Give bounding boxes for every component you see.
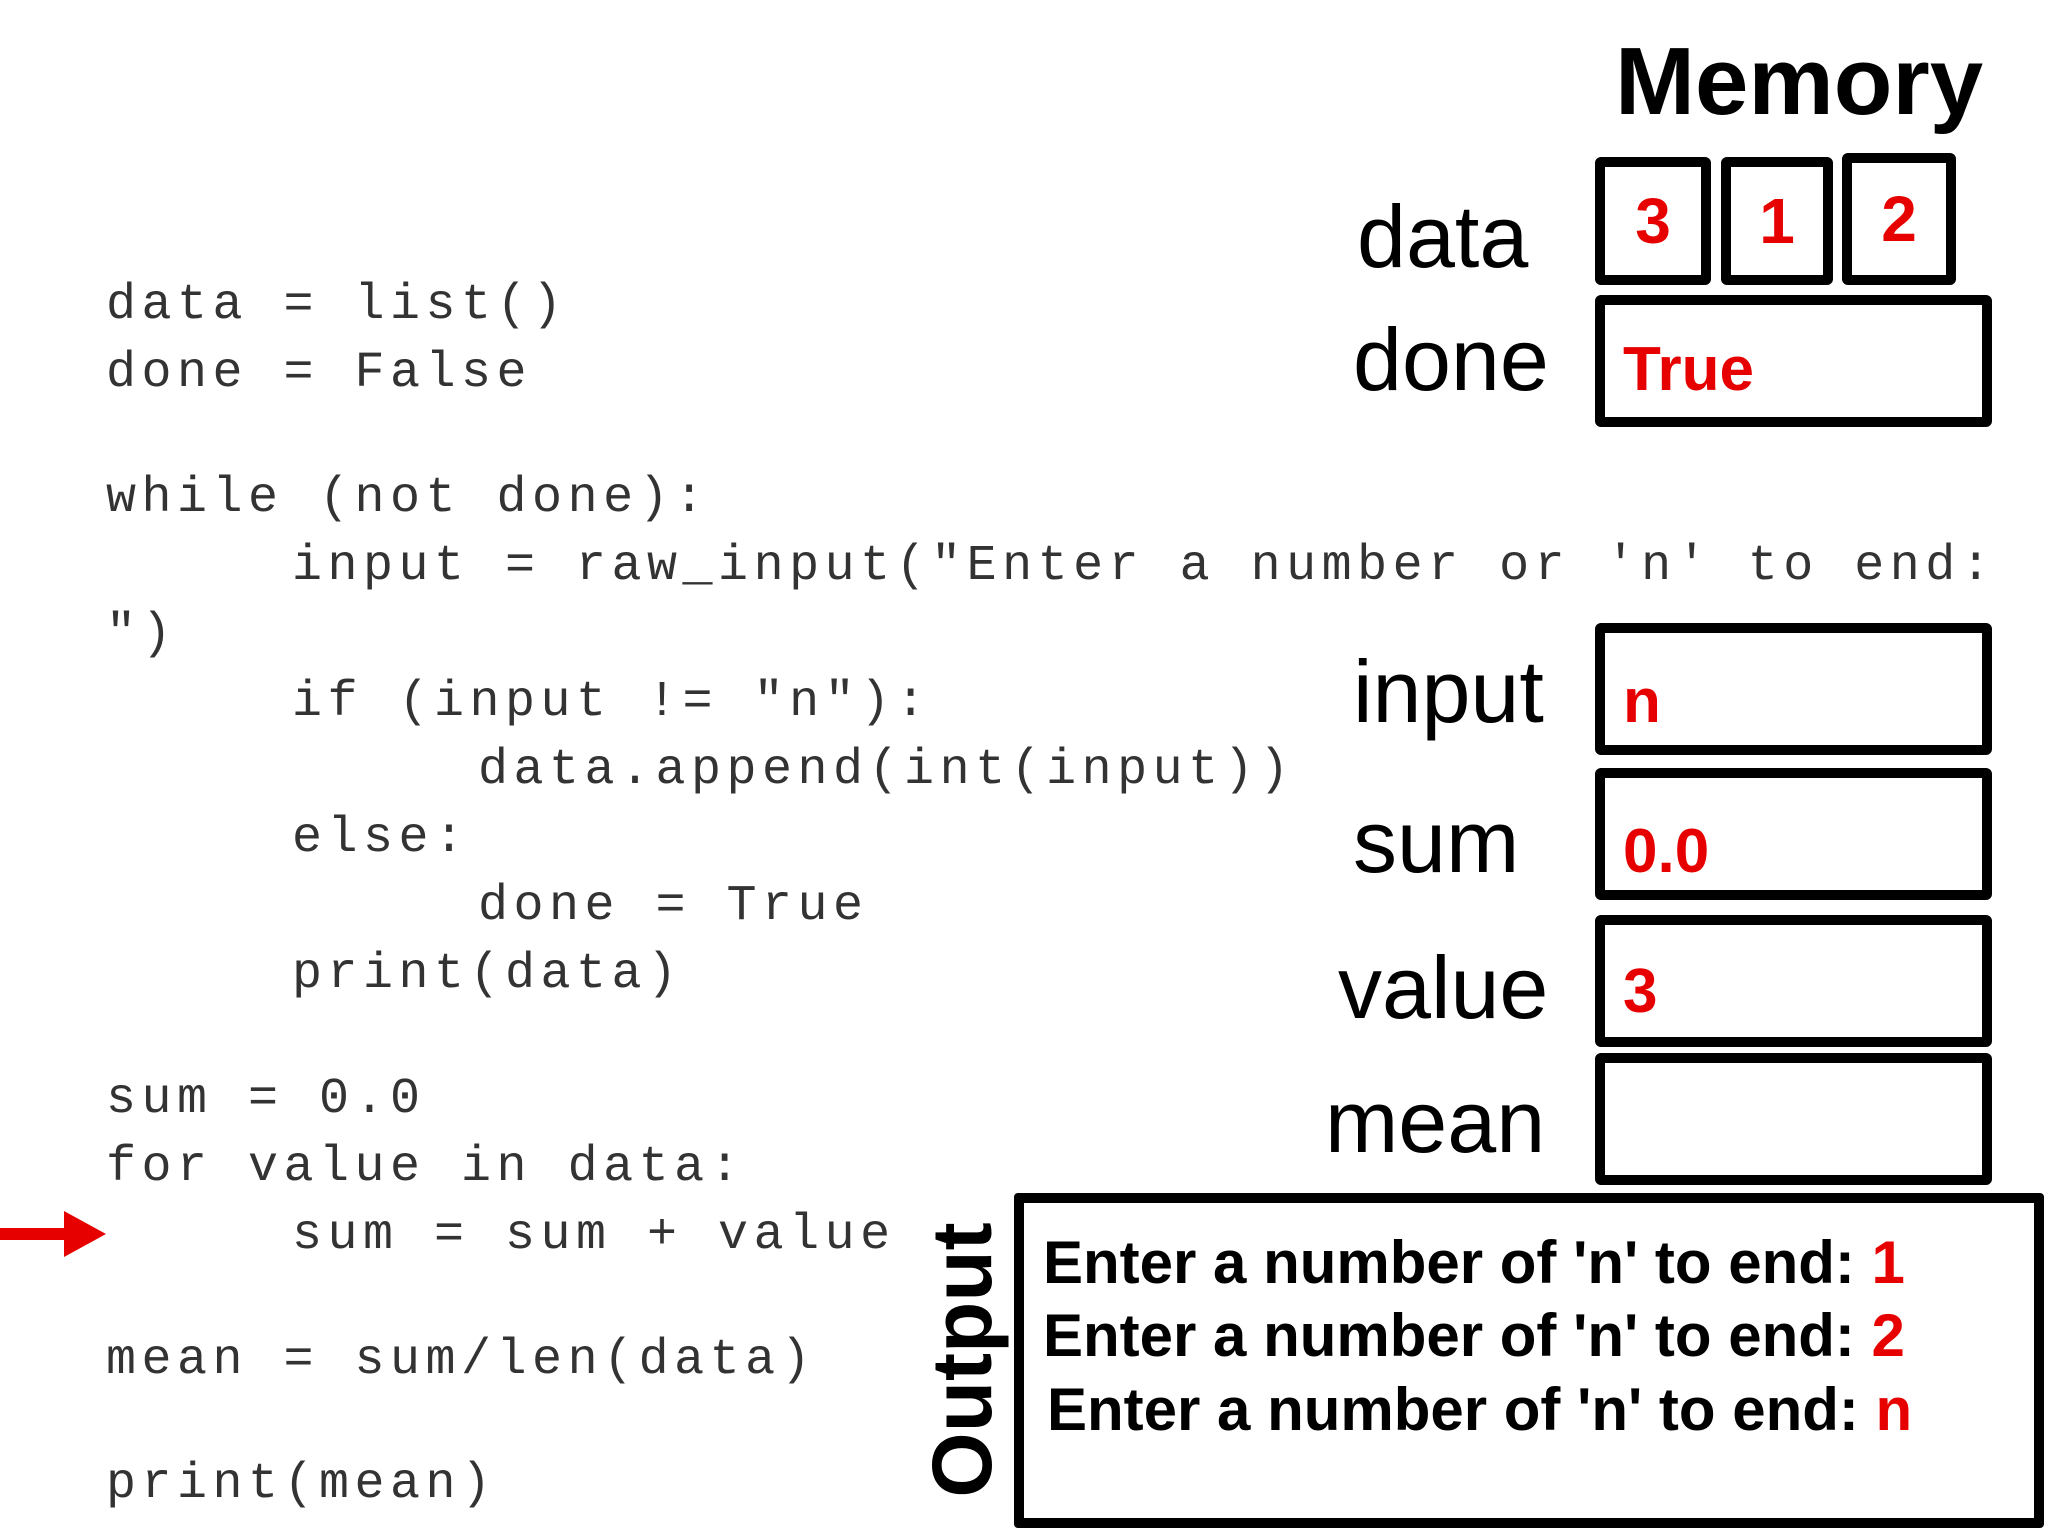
done-box: True bbox=[1595, 295, 1992, 427]
current-code-line: sum = sum + value bbox=[292, 1207, 896, 1264]
data-cell-0: 3 bbox=[1595, 157, 1711, 285]
input-box: n bbox=[1595, 623, 1992, 755]
data-cell-2: 2 bbox=[1842, 153, 1956, 285]
output-prompt: Enter a number of 'n' to end: bbox=[1043, 1302, 1872, 1369]
code-line: if (input != "n"): bbox=[292, 674, 932, 731]
code-line: input = raw_input("Enter a number or 'n'… bbox=[292, 538, 1997, 595]
data-cell-1: 1 bbox=[1721, 157, 1833, 285]
code-line: ") bbox=[106, 606, 178, 663]
done-value: True bbox=[1623, 335, 1754, 404]
var-label-data: data bbox=[1357, 187, 1529, 286]
code-line: done = False bbox=[106, 345, 533, 402]
memory-title: Memory bbox=[1615, 28, 1984, 135]
value-value: 3 bbox=[1623, 957, 1658, 1026]
var-label-mean: mean bbox=[1325, 1072, 1546, 1171]
mean-box bbox=[1595, 1053, 1992, 1185]
code-listing: data = list() done = False while (not do… bbox=[0, 0, 1991, 1510]
code-line: done = True bbox=[478, 878, 869, 935]
var-label-input: input bbox=[1353, 642, 1544, 741]
output-label: Output bbox=[915, 1222, 1009, 1498]
sum-box: 0.0 bbox=[1595, 768, 1992, 900]
code-line: sum = 0.0 bbox=[106, 1071, 426, 1128]
var-label-value: value bbox=[1338, 938, 1549, 1037]
value-box: 3 bbox=[1595, 915, 1992, 1047]
var-label-sum: sum bbox=[1353, 792, 1520, 891]
output-box bbox=[1014, 1193, 2044, 1528]
output-prompt: Enter a number of 'n' to end: bbox=[1047, 1376, 1876, 1443]
input-value: n bbox=[1623, 667, 1661, 736]
code-line: print(mean) bbox=[106, 1456, 497, 1513]
output-line: Enter a number of 'n' to end: 1 bbox=[1043, 1233, 1905, 1293]
code-line: print(data) bbox=[292, 946, 683, 1003]
output-entry: 2 bbox=[1871, 1302, 1905, 1369]
code-line: while (not done): bbox=[106, 470, 710, 527]
code-line: data = list() bbox=[106, 277, 568, 334]
output-entry: n bbox=[1875, 1376, 1913, 1443]
var-label-done: done bbox=[1353, 310, 1549, 409]
sum-value: 0.0 bbox=[1623, 817, 1710, 886]
code-line: mean = sum/len(data) bbox=[106, 1332, 817, 1389]
code-line: else: bbox=[292, 810, 470, 867]
output-line: Enter a number of 'n' to end: 2 bbox=[1043, 1306, 1905, 1366]
output-line: Enter a number of 'n' to end: n bbox=[1047, 1380, 1912, 1440]
current-line-arrow-icon bbox=[0, 1211, 106, 1257]
code-line: for value in data: bbox=[106, 1139, 746, 1196]
output-entry: 1 bbox=[1871, 1229, 1905, 1296]
code-line: data.append(int(input)) bbox=[478, 742, 1295, 799]
output-prompt: Enter a number of 'n' to end: bbox=[1043, 1229, 1872, 1296]
